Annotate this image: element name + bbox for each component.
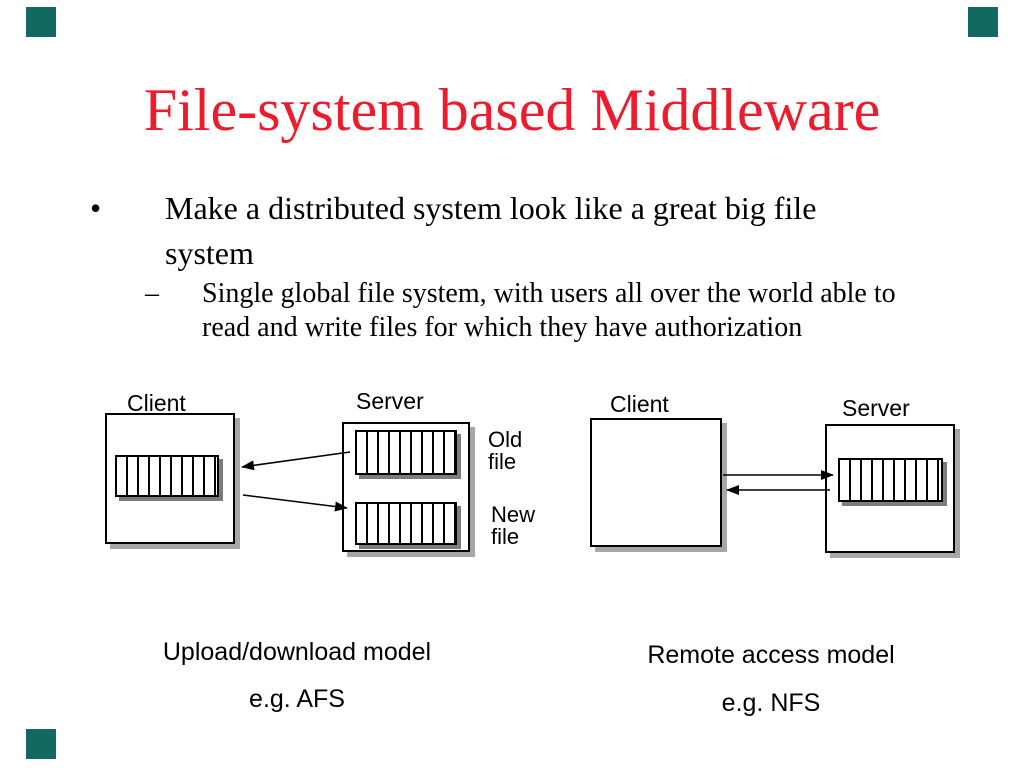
- sub-bullet-line-2: read and write files for which they have…: [202, 312, 803, 343]
- slide-title: File-system based Middleware: [143, 77, 881, 143]
- left-diagram-caption: Upload/download model: [162, 638, 432, 666]
- bullet-icon: •: [90, 190, 102, 226]
- right-diagram-arrows: [723, 470, 834, 495]
- download-arrow-icon: [241, 451, 351, 471]
- main-bullet-line-1: Make a distributed system look like a gr…: [165, 190, 817, 226]
- corner-marker-top-left: [26, 7, 56, 37]
- old-file-label: Old file: [488, 429, 522, 473]
- dash-bullet-icon: –: [145, 278, 159, 309]
- old-file-block: [355, 430, 457, 475]
- old-file-label-line-1: Old: [488, 427, 523, 452]
- right-server-label: Server: [842, 395, 910, 421]
- left-diagram-example: e.g. AFS: [249, 685, 345, 713]
- new-file-label-line-1: New: [491, 502, 536, 527]
- left-server-label: Server: [356, 388, 424, 414]
- sub-bullet-line-1: Single global file system, with users al…: [202, 278, 896, 309]
- left-client-label: Client: [127, 390, 186, 416]
- corner-marker-bottom-left: [26, 729, 56, 759]
- corner-marker-top-right: [968, 7, 998, 37]
- right-diagram-example: e.g. NFS: [721, 689, 821, 717]
- left-diagram-arrows: [241, 451, 351, 512]
- right-client-box: [590, 418, 722, 547]
- client-file-block: [115, 455, 219, 497]
- main-bullet-line-2: system: [165, 235, 254, 271]
- right-diagram-caption: Remote access model: [647, 641, 895, 669]
- new-file-label: Remote access model New file: [491, 504, 535, 548]
- remote-file-block: [838, 458, 943, 502]
- new-file-block: [355, 502, 457, 545]
- main-bullet-text: Make a distributed system look like a gr…: [165, 186, 816, 276]
- sub-bullet-text: Single global file system, with users al…: [202, 277, 896, 345]
- right-client-label: Client: [610, 391, 669, 417]
- old-file-label-line-2: file: [488, 449, 517, 474]
- new-file-label-line-2: file: [491, 524, 520, 549]
- upload-arrow-icon: [242, 494, 348, 512]
